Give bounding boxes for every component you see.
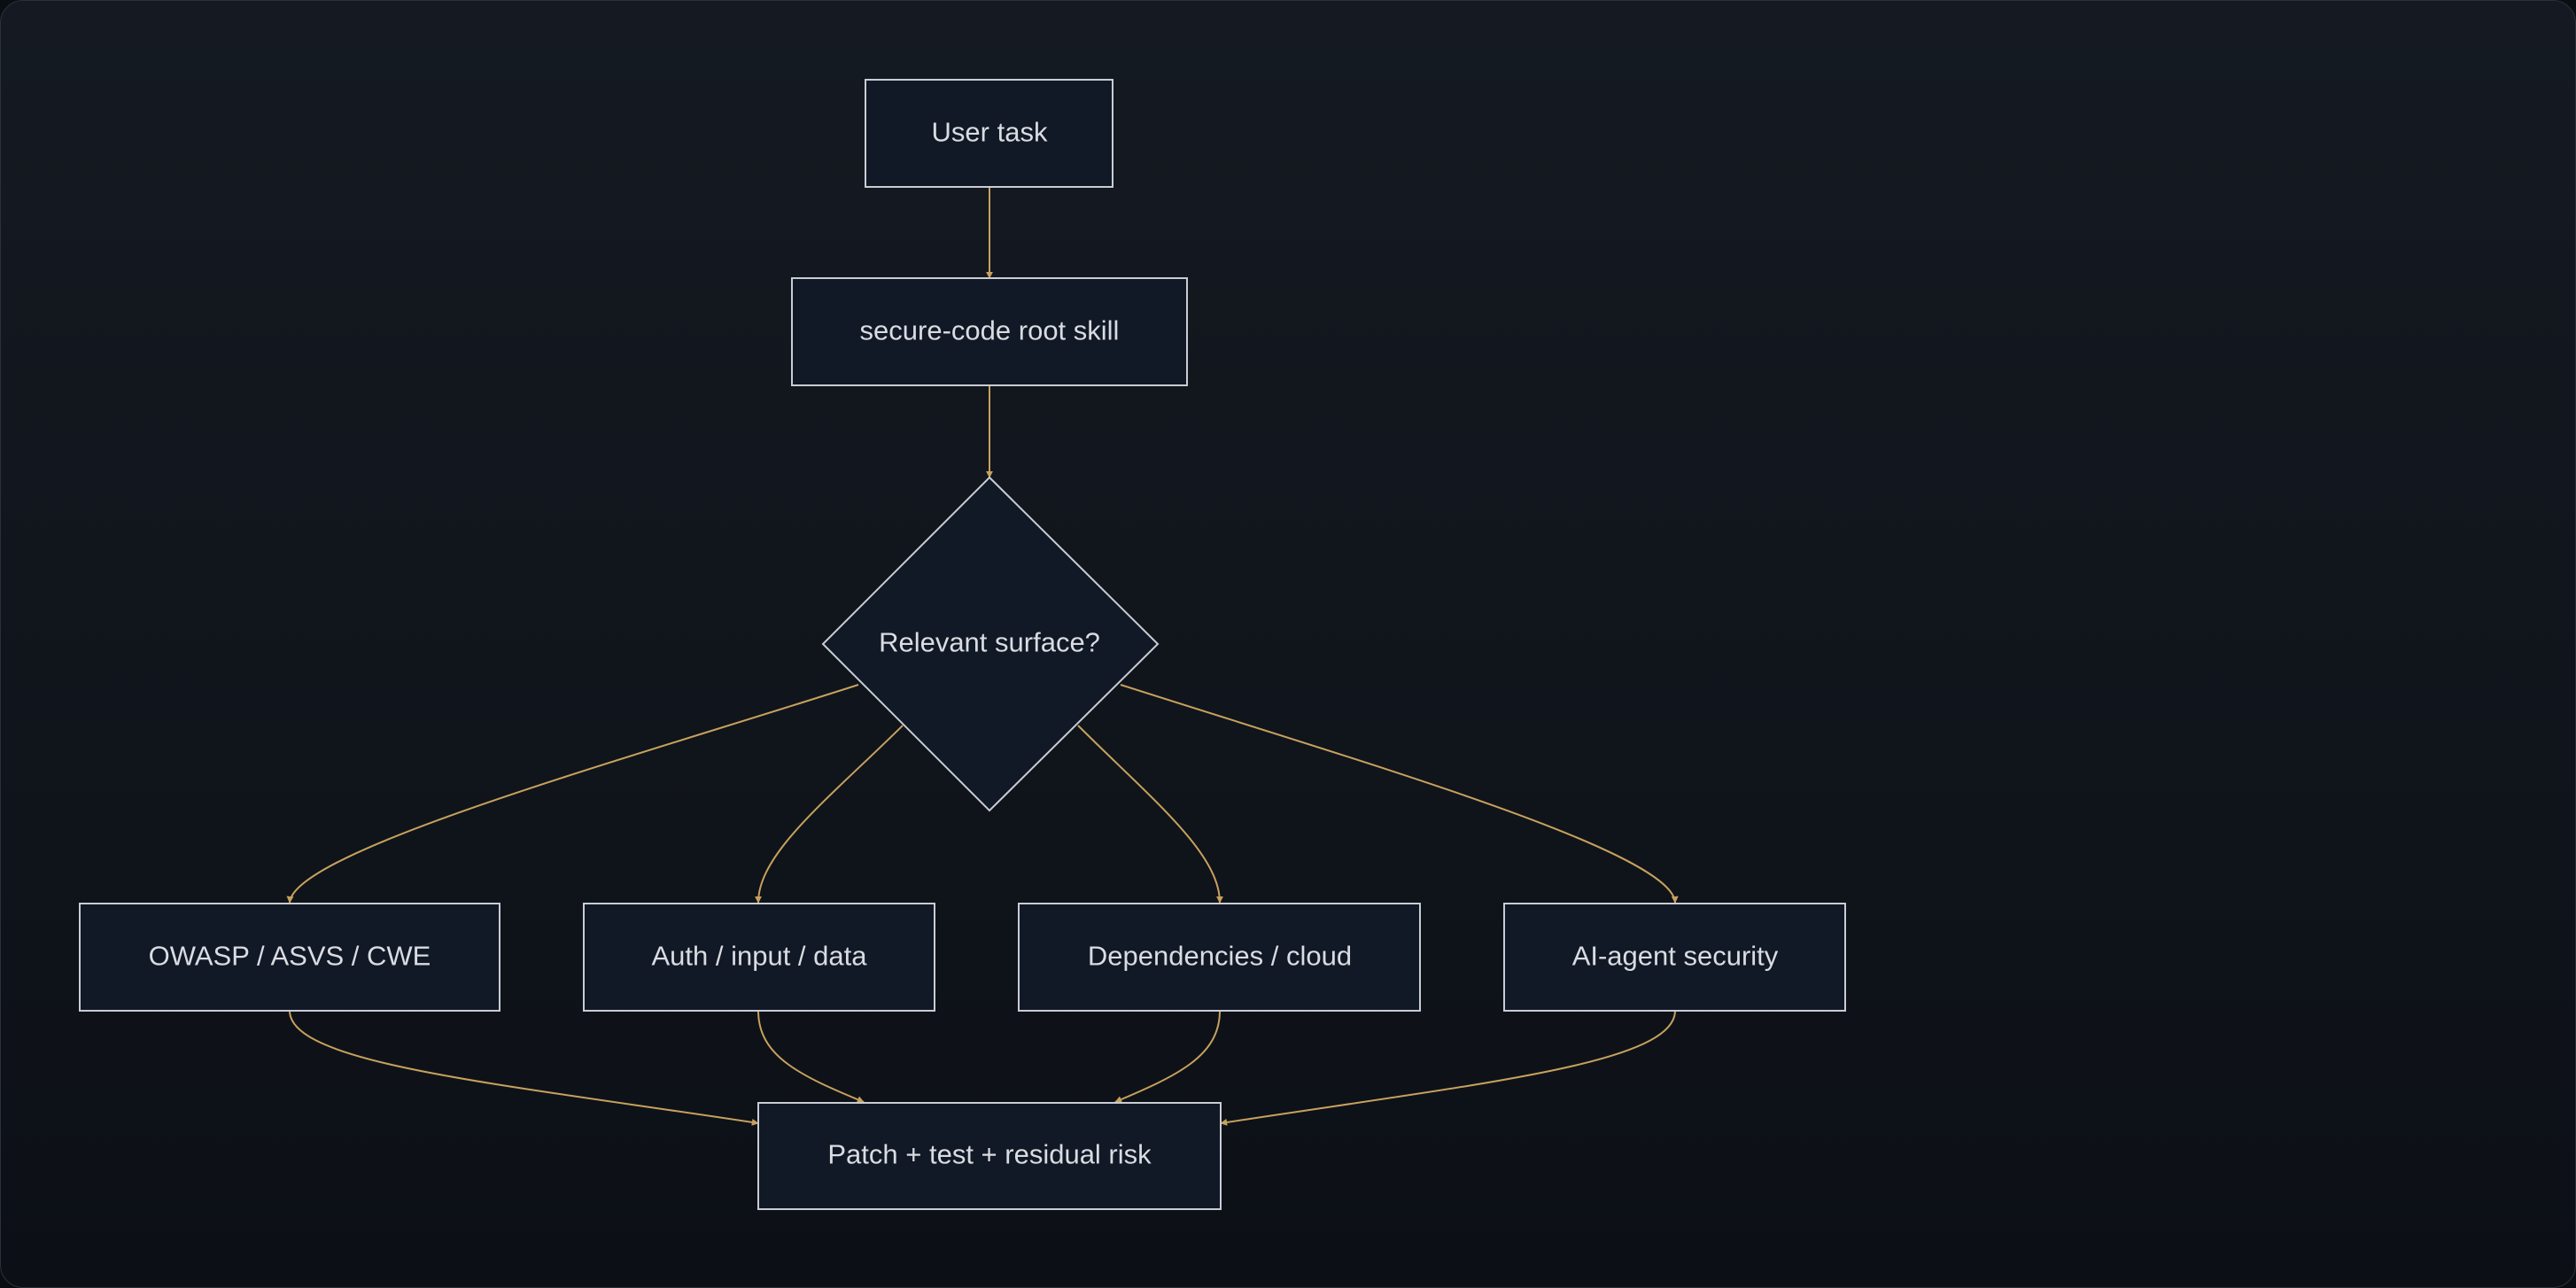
node-patch: Patch + test + residual risk xyxy=(757,1102,1222,1210)
node-decision: Relevant surface? xyxy=(821,476,1160,812)
edge-owasp-to-patch xyxy=(289,1010,759,1126)
node-user-task-label: User task xyxy=(932,117,1048,148)
node-owasp-label: OWASP / ASVS / CWE xyxy=(149,941,431,972)
edge-decision-to-ai-agent xyxy=(1120,684,1679,904)
node-root-skill-label: secure-code root skill xyxy=(860,315,1120,346)
node-ai-agent-label: AI-agent security xyxy=(1572,941,1779,972)
node-patch-label: Patch + test + residual risk xyxy=(827,1139,1152,1170)
edge-auth-to-patch xyxy=(757,1010,865,1103)
node-auth-label: Auth / input / data xyxy=(651,941,867,972)
edge-deps-to-patch xyxy=(1114,1010,1221,1103)
edge-ai-agent-to-patch xyxy=(1220,1010,1676,1126)
edge-decision-to-auth xyxy=(755,725,904,904)
node-owasp: OWASP / ASVS / CWE xyxy=(79,903,500,1012)
node-auth: Auth / input / data xyxy=(583,903,935,1012)
edges xyxy=(286,187,1679,1126)
edge-decision-to-deps xyxy=(1077,725,1223,904)
edge-decision-to-owasp xyxy=(286,684,859,904)
node-decision-label: Relevant surface? xyxy=(879,627,1100,658)
node-deps: Dependencies / cloud xyxy=(1018,903,1421,1012)
node-deps-label: Dependencies / cloud xyxy=(1088,941,1352,972)
node-ai-agent: AI-agent security xyxy=(1503,903,1846,1012)
node-root-skill: secure-code root skill xyxy=(791,277,1188,386)
node-user-task: User task xyxy=(865,79,1113,188)
